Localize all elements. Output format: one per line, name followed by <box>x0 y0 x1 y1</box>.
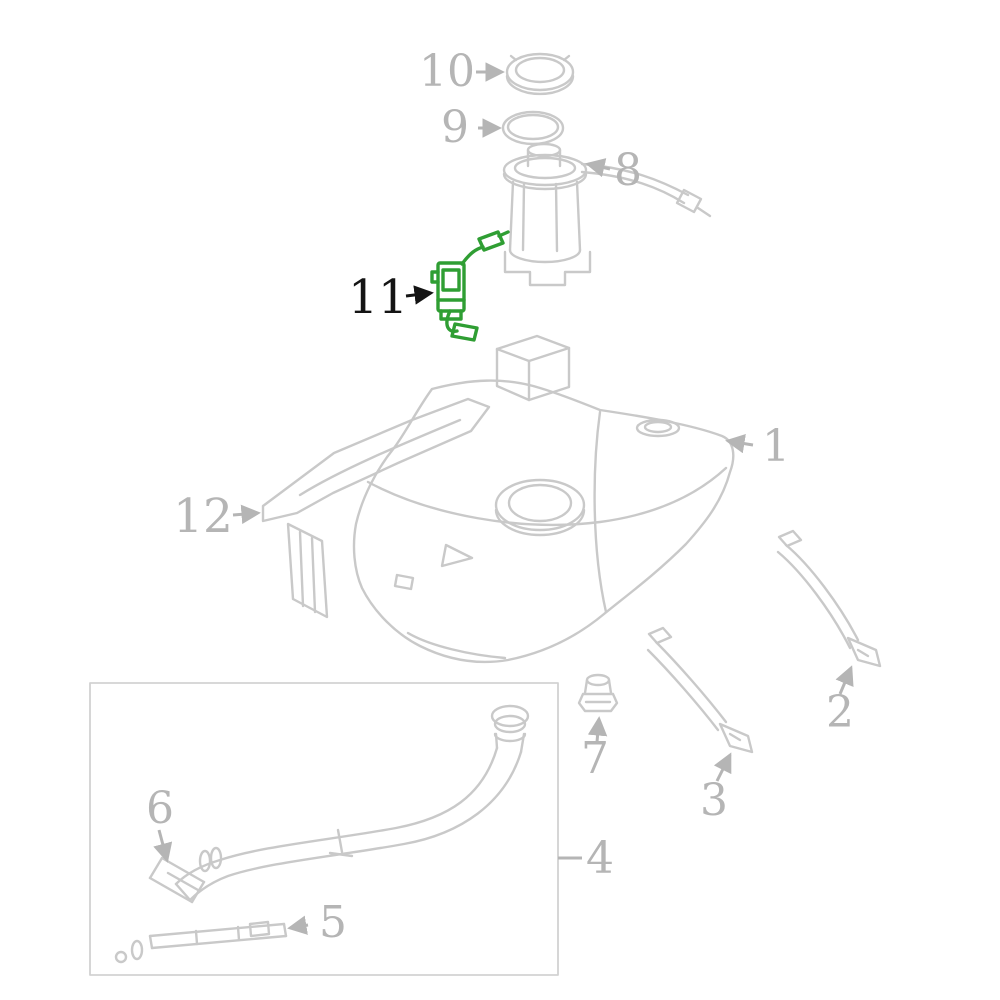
callout-6-arrow <box>153 829 173 863</box>
hose-drawing <box>148 856 206 904</box>
callout-3[interactable]: 3 <box>700 752 732 826</box>
callout-3-label[interactable]: 3 <box>700 775 728 826</box>
callout-9-label[interactable]: 9 <box>441 102 469 153</box>
callout-7[interactable]: 7 <box>581 716 609 784</box>
callout-10[interactable]: 10 <box>419 46 505 97</box>
valve-cap-drawing <box>577 673 619 713</box>
callout-2[interactable]: 2 <box>826 665 854 738</box>
callouts-layer: 10 9 8 1 12 2 3 7 <box>146 46 854 948</box>
callout-2-label[interactable]: 2 <box>826 687 854 738</box>
callout-5[interactable]: 5 <box>287 897 347 948</box>
fuel-pump-module-drawing <box>502 142 712 287</box>
callout-10-label[interactable]: 10 <box>419 46 475 97</box>
tube-drawing <box>114 920 288 964</box>
callout-5-arrow <box>287 915 309 935</box>
tank-strap-right-drawing <box>776 529 882 668</box>
callout-1-arrow <box>725 433 754 454</box>
callout-8[interactable]: 8 <box>585 145 642 196</box>
callout-3-arrow <box>713 752 732 782</box>
line-art-layer <box>89 52 882 976</box>
callout-12-label[interactable]: 12 <box>173 489 233 544</box>
callout-1[interactable]: 1 <box>725 421 790 472</box>
fuel-level-sender-highlighted-drawing <box>430 230 510 342</box>
callout-9[interactable]: 9 <box>441 102 502 153</box>
callout-6[interactable]: 6 <box>146 783 174 863</box>
filler-pipe-drawing <box>174 704 530 902</box>
callout-11[interactable]: 11 <box>348 270 434 325</box>
callout-7-label[interactable]: 7 <box>581 733 609 784</box>
fuel-tank-drawing <box>261 379 735 664</box>
callout-8-arrow <box>585 158 611 178</box>
callout-2-arrow <box>835 665 854 695</box>
callout-11-arrow <box>405 285 434 305</box>
callout-12[interactable]: 12 <box>173 489 261 544</box>
callout-7-arrow <box>587 716 608 743</box>
callout-8-label[interactable]: 8 <box>614 145 642 196</box>
lock-ring-drawing <box>505 52 575 96</box>
tank-strap-left-drawing <box>646 626 754 754</box>
callout-4[interactable]: 4 <box>558 833 614 884</box>
callout-12-arrow <box>232 504 261 525</box>
callout-4-label[interactable]: 4 <box>586 833 614 884</box>
callout-6-label[interactable]: 6 <box>146 783 174 834</box>
gasket-ring-drawing <box>501 110 565 146</box>
inset-box <box>89 682 559 976</box>
callout-11-label[interactable]: 11 <box>348 270 408 325</box>
tank-pump-tower-drawing <box>495 334 571 402</box>
callout-5-label[interactable]: 5 <box>319 897 347 948</box>
callout-1-label[interactable]: 1 <box>762 421 790 472</box>
